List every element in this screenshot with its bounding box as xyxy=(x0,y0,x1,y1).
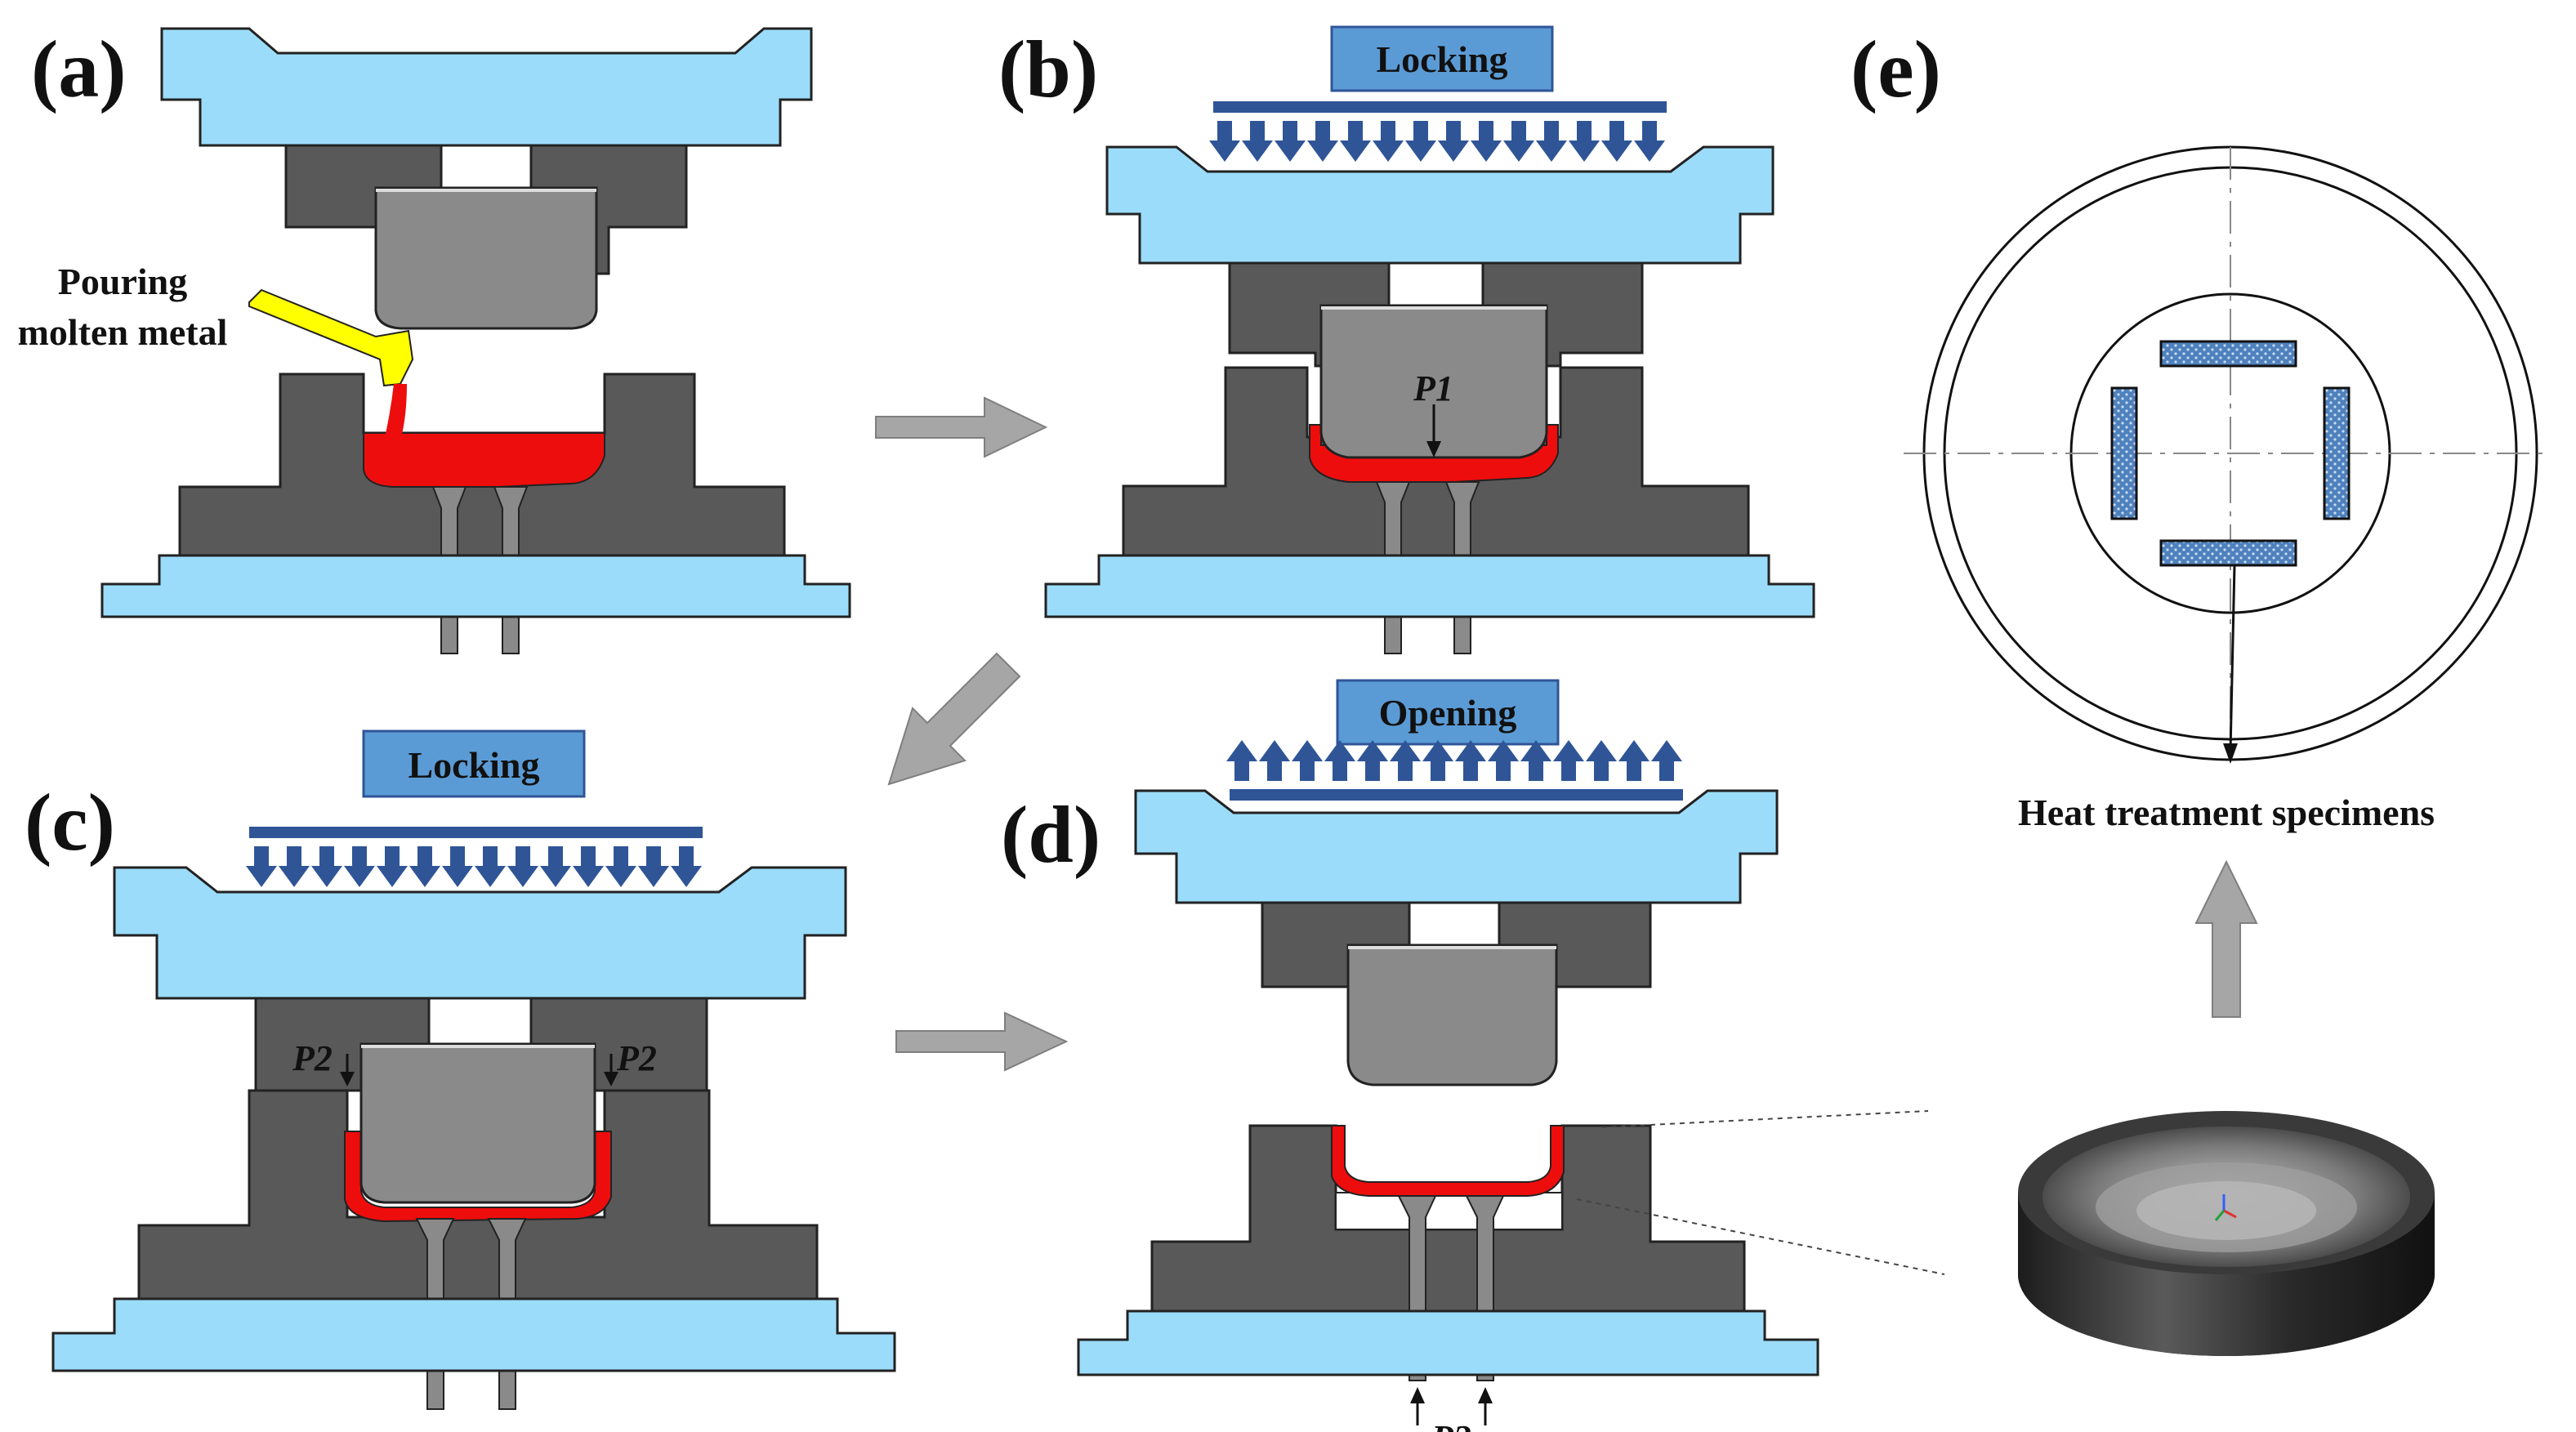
top-platen xyxy=(1134,789,1779,904)
lower-die xyxy=(137,1089,819,1300)
specimen-callout-arrow xyxy=(2223,564,2238,764)
flow-arrow-b-to-c xyxy=(887,652,1021,786)
panel-e-label: (e) xyxy=(1851,24,1941,114)
panel-c: (c) Locking xyxy=(25,729,896,1410)
pressure-arrow-p1 xyxy=(1426,404,1441,457)
bottom-platen xyxy=(100,554,851,618)
ejected-casting xyxy=(1331,1125,1565,1197)
pressure-label-p2-left: P2 xyxy=(292,1038,333,1078)
panel-d-label: (d) xyxy=(1001,789,1100,880)
flow-arrow-c-to-d xyxy=(895,1011,1069,1072)
pressure-arrows-p3 xyxy=(1410,1387,1493,1425)
leader-line-bottom xyxy=(1576,1198,1945,1275)
pouring-ladle xyxy=(248,288,414,387)
flow-arrow-a-to-b xyxy=(875,396,1048,458)
specimen-layout-drawing xyxy=(1904,145,2549,761)
die-cavity-gap xyxy=(1335,1192,1563,1230)
panel-d: (d) Opening xyxy=(1001,679,1819,1432)
punch xyxy=(1319,304,1548,459)
action-label-d: Opening xyxy=(1379,692,1517,734)
punch xyxy=(1346,944,1558,1086)
punch-insert xyxy=(427,997,533,1046)
casting-3d-render xyxy=(2018,1111,2435,1356)
punch-insert xyxy=(440,144,533,190)
bottom-platen xyxy=(1044,554,1815,618)
punch-insert xyxy=(1387,261,1484,307)
locking-force-arrows-c xyxy=(246,827,703,887)
panel-c-label: (c) xyxy=(25,777,115,868)
action-label-b: Locking xyxy=(1376,38,1507,80)
locking-force-arrows-b xyxy=(1209,101,1667,162)
action-box-c xyxy=(362,729,586,798)
leader-line-top xyxy=(1601,1110,1929,1128)
pouring-label-line2: molten metal xyxy=(18,311,228,353)
specimens-label: Heat treatment specimens xyxy=(2018,792,2435,833)
ejector-pins xyxy=(1397,1195,1505,1381)
top-platen xyxy=(160,27,813,147)
metal-stream xyxy=(384,384,407,441)
panel-a-label: (a) xyxy=(31,24,127,114)
bottom-platen xyxy=(51,1297,896,1372)
pressure-label-p2-right: P2 xyxy=(616,1038,657,1078)
panel-b-label: (b) xyxy=(998,24,1098,114)
heat-treatment-specimens xyxy=(2110,340,2351,567)
top-platen xyxy=(113,866,847,1000)
punch xyxy=(374,186,598,330)
molten-metal xyxy=(363,432,605,488)
punch xyxy=(359,1042,596,1204)
pressure-label-p1: P1 xyxy=(1413,368,1453,408)
action-label-c: Locking xyxy=(408,744,539,786)
bottom-platen xyxy=(1077,1309,1819,1376)
action-box-d xyxy=(1336,679,1560,746)
pressure-arrows-p2 xyxy=(340,1054,618,1086)
action-box-b xyxy=(1330,25,1554,92)
panel-e: (e) Heat treatment specimens xyxy=(1576,24,2549,1356)
flow-arrow-up xyxy=(2194,859,2258,1018)
pressure-label-p3: P3 xyxy=(1431,1418,1471,1432)
pouring-label-line1: Pouring xyxy=(58,261,187,302)
panel-a: (a) Pouring molten metal xyxy=(18,24,851,654)
top-platen xyxy=(1105,145,1775,265)
panel-b: (b) Locking xyxy=(998,24,1815,654)
punch-insert xyxy=(1408,901,1501,947)
opening-force-arrows-d xyxy=(1226,740,1683,801)
